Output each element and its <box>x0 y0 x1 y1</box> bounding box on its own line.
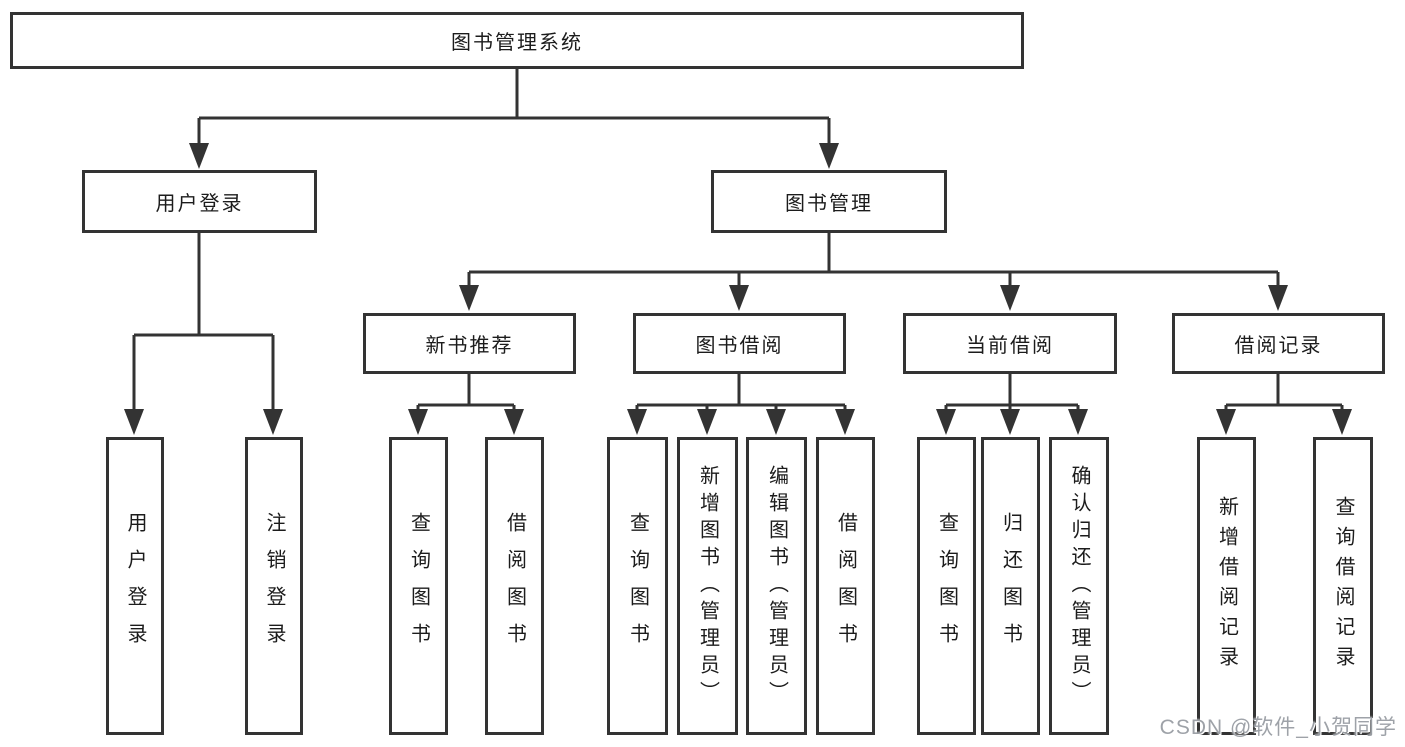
leaf-add-borrow-record: 新增借阅记录 <box>1197 437 1256 735</box>
node-new-book-recommend: 新书推荐 <box>363 313 576 374</box>
node-library-system: 图书管理系统 <box>10 12 1024 69</box>
leaf-query-books-borrowing: 查询图书 <box>607 437 668 735</box>
leaf-user-login: 用户登录 <box>106 437 164 735</box>
leaf-edit-books-admin: 编辑图书（管理员） <box>746 437 807 735</box>
node-book-management: 图书管理 <box>711 170 947 233</box>
node-book-borrowing: 图书借阅 <box>633 313 846 374</box>
leaf-query-borrow-record: 查询借阅记录 <box>1313 437 1373 735</box>
leaf-confirm-return-admin: 确认归还（管理员） <box>1049 437 1109 735</box>
leaf-borrow-books-borrowing: 借阅图书 <box>816 437 875 735</box>
leaf-add-books-admin: 新增图书（管理员） <box>677 437 738 735</box>
leaf-return-books: 归还图书 <box>981 437 1040 735</box>
leaf-query-books-current: 查询图书 <box>917 437 976 735</box>
leaf-query-books-recommend: 查询图书 <box>389 437 448 735</box>
node-borrowing-records: 借阅记录 <box>1172 313 1385 374</box>
leaf-borrow-books-recommend: 借阅图书 <box>485 437 544 735</box>
csdn-watermark: CSDN @软件_小贺同学 <box>1159 716 1397 739</box>
node-current-borrowing: 当前借阅 <box>903 313 1117 374</box>
node-user-login: 用户登录 <box>82 170 317 233</box>
leaf-logout: 注销登录 <box>245 437 303 735</box>
